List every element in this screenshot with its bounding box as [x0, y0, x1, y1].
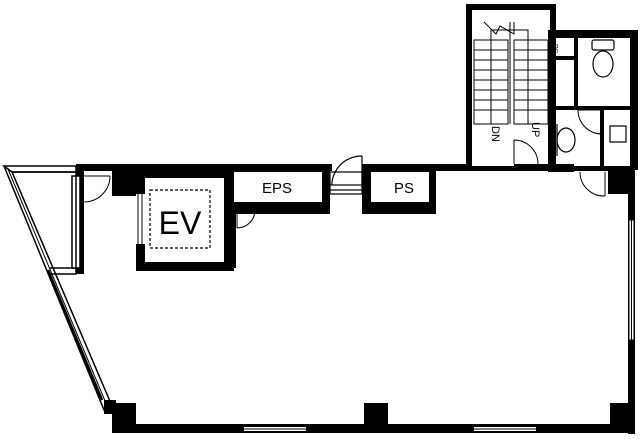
- stair-core: [466, 4, 556, 170]
- eps-label: EPS: [262, 180, 292, 197]
- left-slanted-wall: [1, 165, 116, 414]
- balcony-door: [83, 175, 111, 203]
- sink-icon: [556, 124, 576, 156]
- eps-room: [226, 164, 330, 268]
- stair-door: [513, 139, 539, 165]
- toilet-block: [548, 30, 638, 170]
- core-door: [579, 171, 606, 197]
- eps-door: [236, 209, 256, 229]
- stair-treads: [473, 21, 549, 125]
- balcony: [12, 171, 81, 275]
- ps-room: [362, 164, 436, 214]
- stair-up-label: UP: [529, 122, 541, 137]
- elevator-car: [149, 189, 211, 249]
- elevator-label: EV: [159, 205, 202, 241]
- stair-threshold: [514, 164, 548, 171]
- bottom-windows: [239, 425, 541, 433]
- toilet-icon: [591, 39, 615, 78]
- elevator-shaft: [136, 170, 234, 271]
- stair-down-label: DN: [489, 126, 501, 142]
- toilet-door: [577, 109, 603, 135]
- service-sink-icon: [609, 125, 627, 143]
- entrance-door: [329, 155, 363, 195]
- ps-label: PS: [394, 180, 414, 197]
- right-window: [628, 219, 635, 341]
- ps-small-label: PS: [551, 44, 558, 54]
